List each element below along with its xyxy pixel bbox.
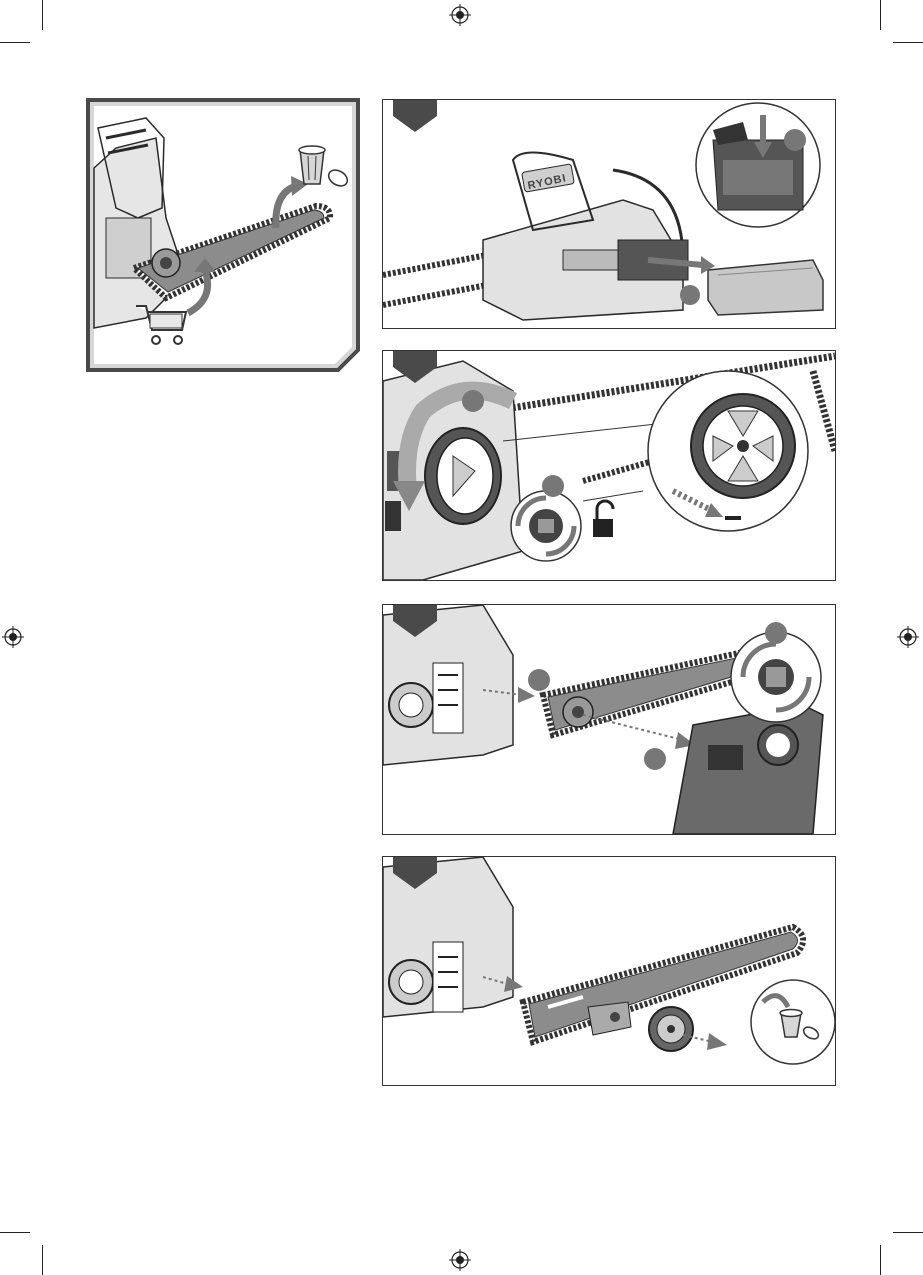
crop-mark-bottom-right-h bbox=[893, 1232, 923, 1233]
step-4-saw-body bbox=[383, 857, 513, 1017]
step-1-marker-1 bbox=[784, 129, 806, 151]
step-1-panel: RYOBI bbox=[382, 99, 836, 329]
crop-mark-top-left-h bbox=[0, 42, 30, 43]
step-2-marker-1 bbox=[462, 390, 484, 412]
step-2-panel bbox=[382, 350, 836, 581]
step-2-side-knob bbox=[425, 428, 501, 524]
registration-mark-top bbox=[449, 4, 471, 26]
step-3-panel bbox=[382, 604, 836, 835]
intro-illustration-panel bbox=[86, 98, 360, 372]
step-4-plate-and-washer bbox=[588, 1002, 693, 1051]
registration-mark-left bbox=[2, 626, 24, 648]
registration-mark-bottom bbox=[449, 1249, 471, 1271]
crop-mark-top-left-v bbox=[42, 0, 43, 30]
rotate-arrows-icon bbox=[731, 632, 821, 722]
crop-mark-bottom-right-v bbox=[880, 1245, 881, 1275]
step-3-marker-1 bbox=[765, 622, 787, 644]
step-1-tab bbox=[393, 100, 437, 132]
step-4-trash-callout bbox=[751, 980, 835, 1064]
registration-mark-right bbox=[897, 626, 919, 648]
step-2-marker-2 bbox=[542, 475, 564, 497]
crop-mark-top-right-h bbox=[893, 42, 923, 43]
step-1-removed-battery bbox=[708, 260, 823, 315]
crop-mark-bottom-left-v bbox=[42, 1245, 43, 1275]
step-1-marker-2 bbox=[680, 285, 700, 305]
step-1-saw-body: RYOBI bbox=[483, 153, 688, 321]
step-4-panel bbox=[382, 856, 836, 1086]
crop-mark-bottom-left-h bbox=[0, 1232, 30, 1233]
step-3-marker-2 bbox=[528, 669, 550, 691]
step-3-marker-3 bbox=[644, 748, 666, 770]
step-1-callout bbox=[696, 103, 820, 227]
step-3-saw-body bbox=[383, 605, 513, 765]
crop-mark-top-right-v bbox=[880, 0, 881, 30]
unlocked-padlock-icon bbox=[593, 501, 613, 537]
step-2-knob-detail bbox=[511, 491, 581, 561]
step-3-side-cover bbox=[673, 705, 823, 834]
minus-icon bbox=[725, 516, 741, 520]
